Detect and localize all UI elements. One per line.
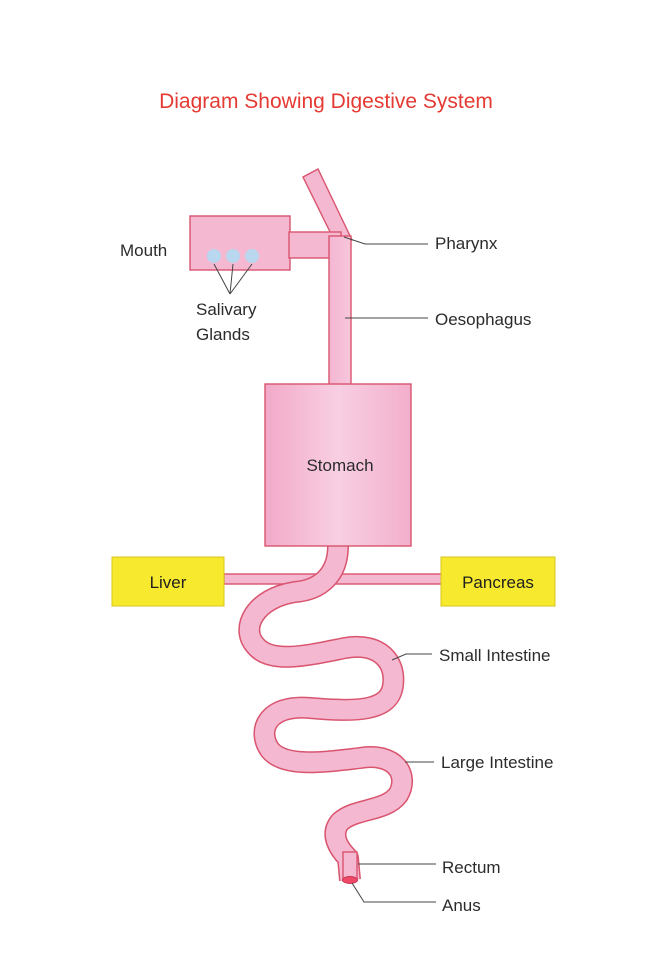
rectum-segment bbox=[342, 851, 358, 881]
salivary-gland-right bbox=[245, 249, 259, 263]
pancreas-label: Pancreas bbox=[462, 573, 534, 592]
small-intestine-leader bbox=[391, 653, 432, 661]
diagram-title: Diagram Showing Digestive System bbox=[159, 90, 493, 113]
anus-label: Anus bbox=[442, 896, 481, 915]
intestine-tube bbox=[238, 545, 413, 881]
salivary-label-line2: Glands bbox=[196, 325, 250, 344]
salivary-leader-lines bbox=[213, 263, 253, 295]
right-leader-lines bbox=[343, 236, 436, 903]
small-intestine-label: Small Intestine bbox=[439, 646, 551, 665]
large-intestine-label: Large Intestine bbox=[441, 753, 553, 772]
anus-leader bbox=[351, 882, 436, 903]
stomach-organ bbox=[264, 383, 412, 547]
pharynx-leader bbox=[343, 236, 428, 245]
liver-label: Liver bbox=[150, 573, 187, 592]
salivary-gland-middle bbox=[226, 249, 240, 263]
stomach-label: Stomach bbox=[306, 456, 373, 475]
anus-opening bbox=[342, 876, 358, 884]
rectum-label: Rectum bbox=[442, 858, 501, 877]
salivary-gland-left bbox=[207, 249, 221, 263]
salivary-label-line1: Salivary bbox=[196, 300, 257, 319]
pancreas-box: Pancreas bbox=[440, 556, 556, 607]
salivary-glands bbox=[207, 249, 259, 263]
oesophagus-label: Oesophagus bbox=[435, 310, 531, 329]
mouth-label: Mouth bbox=[120, 241, 167, 260]
liver-box: Liver bbox=[111, 556, 225, 607]
pharynx-label: Pharynx bbox=[435, 234, 498, 253]
oesophagus-tube bbox=[328, 235, 352, 389]
